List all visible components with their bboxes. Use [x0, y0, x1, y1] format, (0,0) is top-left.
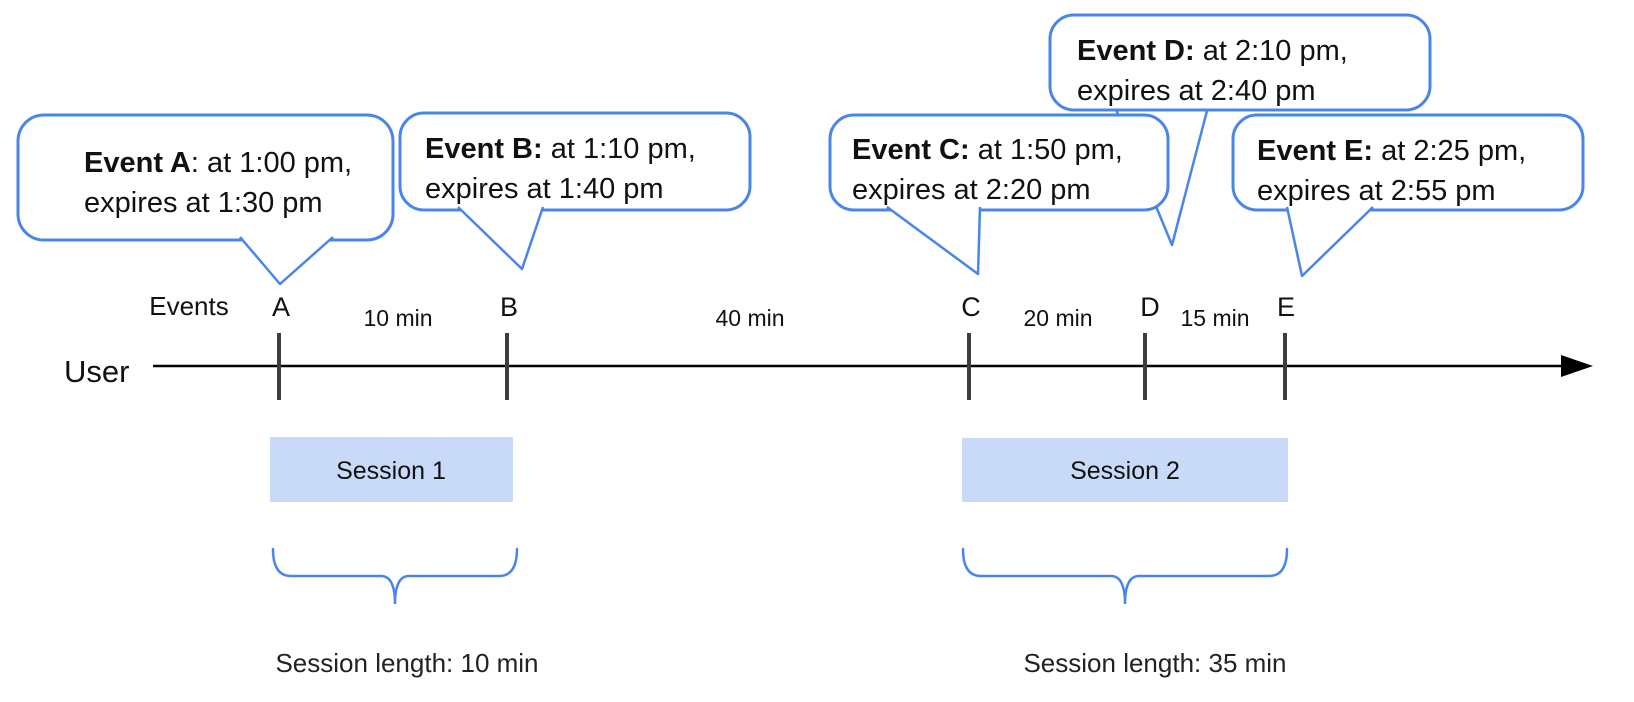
event-d-text-line1: Event D: at 2:10 pm, [1077, 35, 1348, 67]
event-e-callout: Event E: at 2:25 pm, expires at 2:55 pm [1231, 113, 1585, 278]
arrowhead-icon [1561, 355, 1593, 377]
event-b-text-line2: expires at 1:40 pm [425, 173, 664, 205]
session-1-label: Session 1 [336, 457, 446, 485]
tick-label-b: B [500, 292, 518, 322]
session-2-box [962, 438, 1288, 502]
event-b-bubble-tail [457, 206, 545, 271]
session-2-length-label: Session length: 35 min [1023, 648, 1286, 678]
event-c-bubble-tail [886, 205, 982, 276]
duration-label-c-d: 20 min [1023, 305, 1092, 331]
event-a-bubble-tail [239, 236, 334, 286]
events-label: Events [149, 291, 229, 321]
tick-label-c: C [961, 292, 981, 322]
event-e-text-line1: Event E: at 2:25 pm, [1257, 135, 1526, 167]
event-a-text-line1: Event A: at 1:00 pm, [84, 147, 352, 179]
session-2-label: Session 2 [1070, 457, 1180, 485]
event-e-text-line2: expires at 2:55 pm [1257, 175, 1496, 207]
tick-label-d: D [1140, 292, 1160, 322]
event-c-text-line2: expires at 2:20 pm [852, 174, 1091, 206]
event-c-bubble [828, 113, 1170, 212]
duration-label-b-c: 40 min [715, 305, 784, 331]
session-1-length-label: Session length: 10 min [275, 648, 538, 678]
event-d-callout: Event D: at 2:10 pm, expires at 2:40 pm [1048, 13, 1432, 247]
event-e-bubble-tail [1285, 206, 1374, 278]
event-b-text-line1: Event B: at 1:10 pm, [425, 133, 696, 165]
tick-label-e: E [1277, 292, 1295, 322]
timeline-axis-group: User Events A B C D E 10 min 40 min 20 m… [64, 291, 1593, 400]
event-a-callout: Event A: at 1:00 pm, expires at 1:30 pm [16, 113, 395, 286]
sessions-group: Session 1 Session 2 [270, 437, 1288, 502]
tick-label-a: A [272, 292, 290, 322]
event-a-text-line2: expires at 1:30 pm [84, 187, 323, 219]
event-d-text-line2: expires at 2:40 pm [1077, 75, 1316, 107]
duration-label-a-b: 10 min [363, 305, 432, 331]
event-b-callout: Event B: at 1:10 pm, expires at 1:40 pm [398, 111, 752, 271]
duration-label-d-e: 15 min [1180, 305, 1249, 331]
session-2-brace [961, 547, 1289, 605]
event-b-bubble [398, 111, 752, 212]
event-a-bubble [16, 113, 395, 242]
session-1-brace [271, 547, 519, 605]
event-e-bubble [1231, 113, 1585, 212]
session-length-group: Session length: 10 min Session length: 3… [271, 547, 1289, 678]
user-label: User [64, 354, 129, 389]
event-c-text-line1: Event C: at 1:50 pm, [852, 134, 1123, 166]
event-c-callout: Event C: at 1:50 pm, expires at 2:20 pm [828, 113, 1170, 276]
event-d-bubble [1048, 13, 1432, 112]
session-1-box [270, 437, 513, 502]
